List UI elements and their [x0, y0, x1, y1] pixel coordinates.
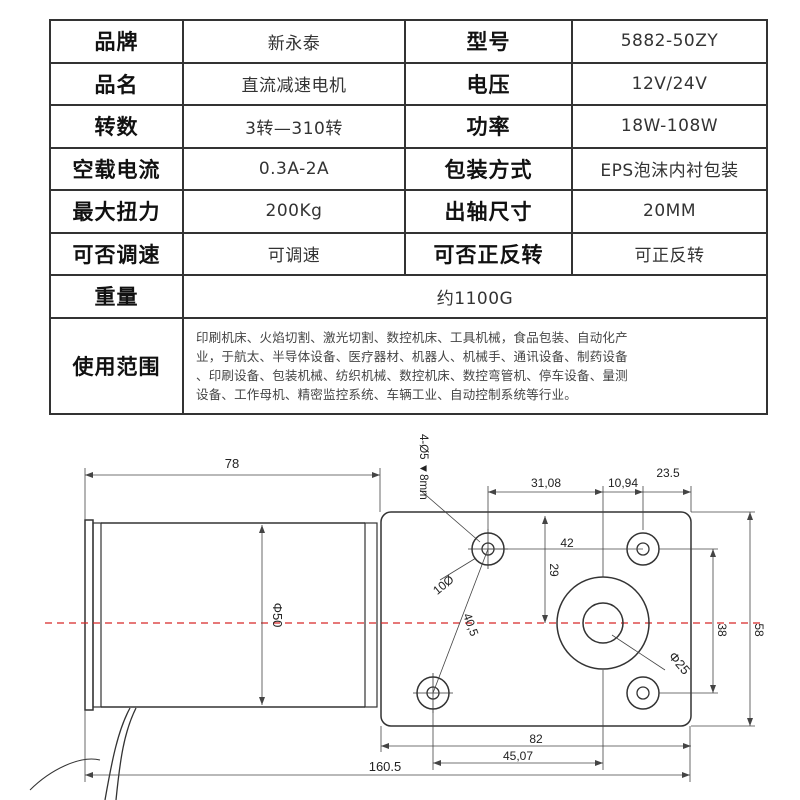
- spec-value: 20MM: [571, 189, 768, 234]
- dim-40-5: 40,5: [460, 611, 481, 638]
- weight-label: 重量: [49, 274, 184, 319]
- dim-42: 42: [560, 536, 574, 550]
- spec-value: EPS泡沫内衬包装: [571, 146, 768, 191]
- spec-label: 功率: [404, 104, 573, 149]
- spec-value: 可调速: [182, 231, 406, 276]
- dim-82: 82: [529, 732, 543, 746]
- dim-78: 78: [225, 456, 239, 471]
- spec-label: 最大扭力: [49, 189, 184, 234]
- weight-value: 约1100G: [182, 274, 768, 319]
- dimension-arrows: [85, 472, 753, 778]
- dim-29: 29: [547, 563, 561, 577]
- motor-technical-drawing: 78 160.5 Φ50 4-Ø5 ▼8mm 31,08 10,94 23.5 …: [29, 434, 766, 800]
- dim-23-5: 23.5: [656, 466, 680, 480]
- scope-line: 、印刷设备、包装机械、纺织机械、数控机床、数控弯管机、停车设备、量测: [196, 367, 628, 383]
- motor-end-cap: [84, 519, 94, 711]
- spec-value: 12V/24V: [571, 61, 768, 106]
- spec-label: 品名: [49, 61, 184, 106]
- spec-label: 空载电流: [49, 146, 184, 191]
- spec-label: 可否正反转: [404, 231, 573, 276]
- dim-phi25: Φ25: [666, 649, 693, 678]
- gearbox-face: [380, 511, 692, 727]
- scope-line: 设备、工作母机、精密监控系统、车辆工业、自动控制系统等行业。: [196, 386, 578, 402]
- dimension-lines: [84, 468, 755, 782]
- spec-value: 可正反转: [571, 231, 768, 276]
- spec-label: 型号: [404, 19, 573, 64]
- spec-label: 包装方式: [404, 146, 573, 191]
- dim-phi50: Φ50: [270, 603, 285, 628]
- weight-row: 重量约1100G: [49, 274, 768, 319]
- scope-text: 印刷机床、火焰切割、激光切割、数控机床、工具机械，食品包装、自动化产业，于航太、…: [182, 316, 768, 415]
- dim-45-07: 45,07: [503, 749, 533, 763]
- spec-value: 3转—310转: [182, 104, 406, 149]
- dim-phi10: 10Ø: [430, 572, 456, 597]
- spec-value: 200Kg: [182, 189, 406, 234]
- spec-label: 可否调速: [49, 231, 184, 276]
- lead-wire: [104, 707, 131, 800]
- scope-label: 使用范围: [49, 316, 184, 415]
- spec-value: 0.3A-2A: [182, 146, 406, 191]
- spec-value: 新永泰: [182, 19, 406, 64]
- dim-38: 38: [715, 623, 729, 637]
- output-shaft: [582, 602, 624, 644]
- spec-row: 可否调速可调速可否正反转可正反转: [49, 231, 768, 276]
- spec-value: 5882-50ZY: [571, 19, 768, 64]
- dim-10-94: 10,94: [608, 476, 638, 490]
- dim-hole-spec: 4-Ø5 ▼8mm: [417, 434, 429, 500]
- spec-label: 电压: [404, 61, 573, 106]
- spec-value: 18W-108W: [571, 104, 768, 149]
- spec-label: 品牌: [49, 19, 184, 64]
- scope-line: 业，于航太、半导体设备、医疗器材、机器人、机械手、通讯设备、制药设备: [196, 348, 628, 364]
- spec-label: 出轴尺寸: [404, 189, 573, 234]
- dim-160-5: 160.5: [369, 759, 402, 774]
- dim-31-08: 31,08: [531, 476, 561, 490]
- motor-flange: [364, 522, 378, 708]
- scope-line: 印刷机床、火焰切割、激光切割、数控机床、工具机械，食品包装、自动化产: [196, 329, 628, 345]
- spec-label: 转数: [49, 104, 184, 149]
- scope-row: 使用范围印刷机床、火焰切割、激光切割、数控机床、工具机械，食品包装、自动化产业，…: [49, 316, 768, 415]
- motor-end-ring: [92, 522, 102, 708]
- spec-value: 直流减速电机: [182, 61, 406, 106]
- dim-58: 58: [752, 623, 766, 637]
